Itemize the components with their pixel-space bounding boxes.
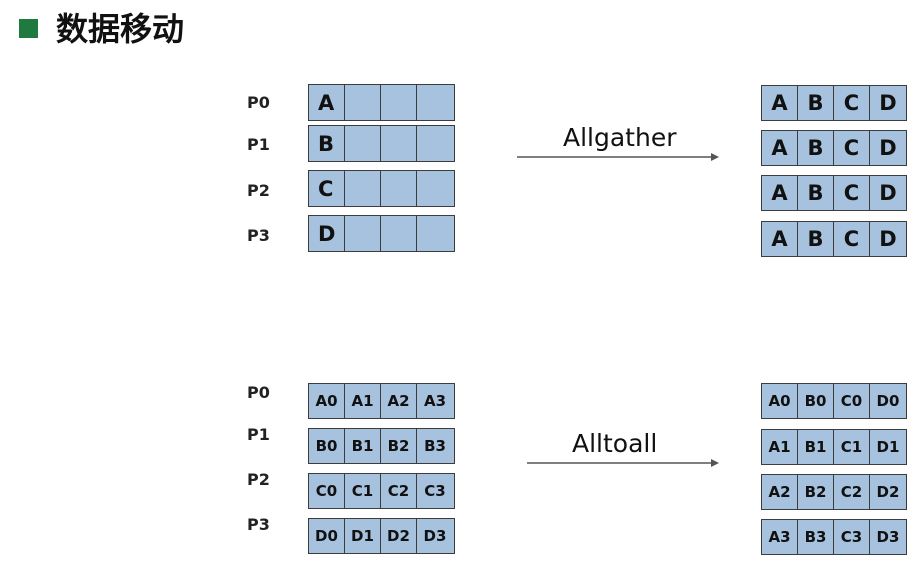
buffer-cell: B (798, 176, 834, 210)
alltoall-output-row: A1 B1 C1 D1 (761, 429, 907, 465)
alltoall-input-row: B0 B1 B2 B3 (308, 428, 455, 464)
buffer-cell (381, 171, 417, 206)
buffer-cell: B1 (798, 430, 834, 464)
buffer-cell: C2 (381, 474, 417, 508)
buffer-cell: D0 (309, 519, 345, 553)
buffer-cell (381, 85, 417, 120)
allgather-process-label-p2: P2 (247, 181, 270, 200)
buffer-cell: A (309, 85, 345, 120)
buffer-cell: B (798, 131, 834, 165)
buffer-cell: D1 (345, 519, 381, 553)
alltoall-input-row: A0 A1 A2 A3 (308, 383, 455, 419)
buffer-cell: C (834, 222, 870, 256)
buffer-cell (417, 85, 453, 120)
buffer-cell (345, 85, 381, 120)
buffer-cell: A (762, 131, 798, 165)
buffer-cell: C (309, 171, 345, 206)
buffer-cell: D3 (876, 528, 900, 546)
buffer-cell: D (879, 181, 897, 205)
buffer-cell: B3 (798, 520, 834, 554)
buffer-cell: D (879, 91, 897, 115)
buffer-cell: C0 (834, 384, 870, 418)
allgather-process-label-p0: P0 (247, 93, 270, 112)
buffer-cell: A1 (762, 430, 798, 464)
buffer-cell (345, 216, 381, 251)
alltoall-process-label-p1: P1 (247, 425, 270, 444)
buffer-cell: B2 (381, 429, 417, 463)
buffer-cell: C (834, 131, 870, 165)
buffer-cell (381, 216, 417, 251)
allgather-arrow-icon (517, 153, 719, 161)
buffer-cell: A0 (309, 384, 345, 418)
buffer-cell: A0 (762, 384, 798, 418)
allgather-process-label-p1: P1 (247, 135, 270, 154)
alltoall-output-row: A0 B0 C0 D0 (761, 383, 907, 419)
buffer-cell (381, 126, 417, 161)
buffer-cell: C1 (345, 474, 381, 508)
buffer-cell (417, 171, 453, 206)
buffer-cell: C1 (834, 430, 870, 464)
allgather-output-row: A B C D (761, 130, 907, 166)
alltoall-process-label-p0: P0 (247, 383, 270, 402)
buffer-cell: D0 (876, 392, 900, 410)
buffer-cell: C (834, 176, 870, 210)
alltoall-arrow-icon (527, 459, 719, 467)
allgather-process-label-p3: P3 (247, 226, 270, 245)
buffer-cell: B1 (345, 429, 381, 463)
buffer-cell: B0 (309, 429, 345, 463)
buffer-cell: A (762, 176, 798, 210)
allgather-output-row: A B C D (761, 175, 907, 211)
buffer-cell: D3 (423, 527, 447, 545)
buffer-cell: A2 (381, 384, 417, 418)
buffer-cell: B (309, 126, 345, 161)
alltoall-process-label-p2: P2 (247, 470, 270, 489)
allgather-input-row: D (308, 215, 455, 252)
buffer-cell: C2 (834, 475, 870, 509)
allgather-input-row: A (308, 84, 455, 121)
buffer-cell: C3 (834, 520, 870, 554)
buffer-cell: C3 (424, 482, 446, 500)
buffer-cell (345, 171, 381, 206)
buffer-cell: A3 (762, 520, 798, 554)
allgather-input-row: C (308, 170, 455, 207)
allgather-output-row: A B C D (761, 221, 907, 257)
buffer-cell: D (879, 227, 897, 251)
buffer-cell (345, 126, 381, 161)
buffer-cell: A (762, 222, 798, 256)
buffer-cell: D1 (876, 438, 900, 456)
title-bullet-square (19, 19, 38, 38)
alltoall-process-label-p3: P3 (247, 515, 270, 534)
allgather-input-row: B (308, 125, 455, 162)
alltoall-operation-label: Alltoall (572, 429, 658, 458)
buffer-cell (417, 126, 453, 161)
buffer-cell: B (798, 222, 834, 256)
buffer-cell: D2 (876, 483, 900, 501)
buffer-cell: D (879, 136, 897, 160)
allgather-output-row: A B C D (761, 85, 907, 121)
buffer-cell: A3 (423, 392, 447, 410)
buffer-cell (417, 216, 453, 251)
buffer-cell: A1 (345, 384, 381, 418)
buffer-cell: A2 (762, 475, 798, 509)
alltoall-output-row: A3 B3 C3 D3 (761, 519, 907, 555)
page-title: 数据移动 (56, 10, 185, 48)
buffer-cell: D2 (381, 519, 417, 553)
buffer-cell: C0 (309, 474, 345, 508)
buffer-cell: B (798, 86, 834, 120)
alltoall-output-row: A2 B2 C2 D2 (761, 474, 907, 510)
buffer-cell: B2 (798, 475, 834, 509)
buffer-cell: C (834, 86, 870, 120)
buffer-cell: D (309, 216, 345, 251)
buffer-cell: B0 (798, 384, 834, 418)
buffer-cell: B3 (424, 437, 446, 455)
alltoall-input-row: C0 C1 C2 C3 (308, 473, 455, 509)
alltoall-input-row: D0 D1 D2 D3 (308, 518, 455, 554)
buffer-cell: A (762, 86, 798, 120)
allgather-operation-label: Allgather (563, 123, 677, 152)
